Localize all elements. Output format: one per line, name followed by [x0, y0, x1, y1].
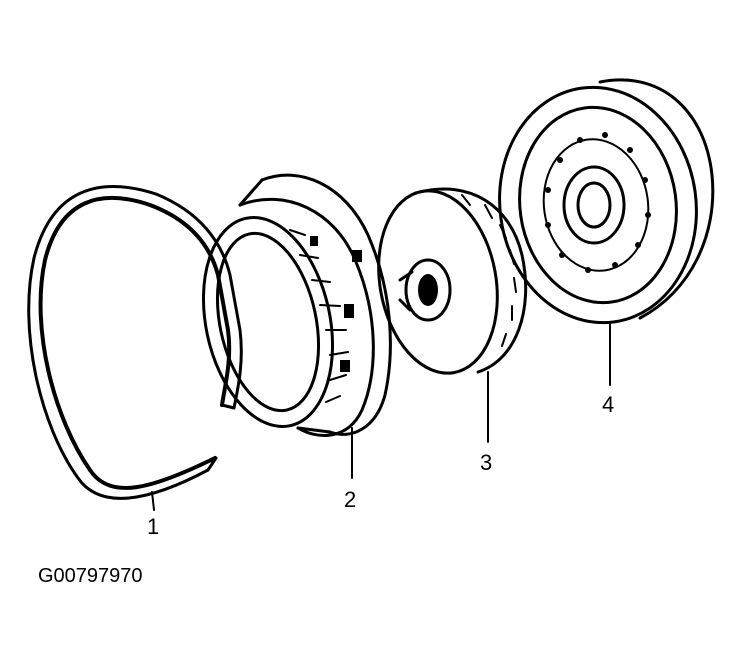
leader-lines: [151, 321, 611, 511]
callout-3: 3: [480, 450, 492, 475]
leader-line-1: [151, 491, 155, 511]
callout-4: 4: [602, 392, 614, 417]
callout-2: 2: [344, 487, 356, 512]
figure-id: G00797970: [38, 565, 143, 587]
hub-assembly-part-3: [377, 187, 528, 375]
housing-cover-part-4: [498, 78, 715, 325]
snap-ring-part-1: [27, 185, 243, 500]
drum-housing-part-2: [201, 173, 392, 437]
callout-1: 1: [147, 514, 159, 539]
